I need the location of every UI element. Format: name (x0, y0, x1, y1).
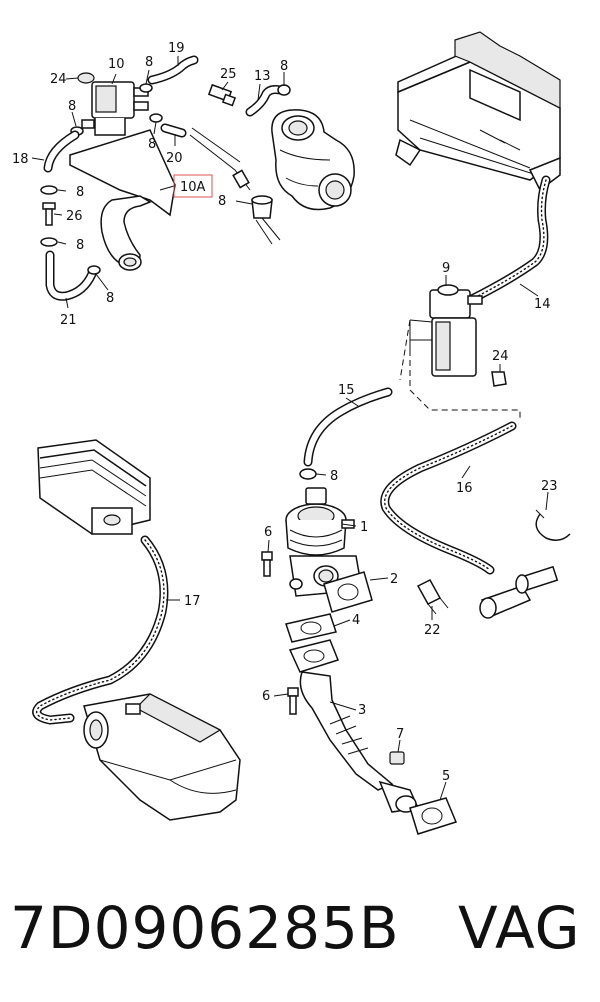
callout-15: 15 (338, 383, 355, 398)
callout-25: 25 (220, 67, 237, 82)
callout-8-left-2: 8 (76, 185, 84, 200)
pressure-converter (409, 284, 507, 387)
bolt-6-lower (287, 687, 299, 715)
pipe-connector (479, 565, 559, 619)
cooler-unit (37, 439, 151, 535)
hose-16 (380, 421, 517, 575)
solenoid-valve-assembly (40, 55, 281, 301)
callout-7: 7 (396, 727, 404, 742)
callout-8-left-3: 8 (76, 238, 84, 253)
callout-10a: 10A (180, 180, 206, 195)
connector-25 (207, 83, 237, 107)
callout-5: 5 (442, 769, 450, 784)
part-number: 7D0906285B (10, 894, 400, 962)
callout-4: 4 (352, 613, 360, 628)
callout-20: 20 (166, 151, 183, 166)
callout-16: 16 (456, 481, 473, 496)
callout-2: 2 (390, 572, 398, 587)
callout-8-mid: 8 (148, 137, 156, 152)
hose-17 (32, 535, 169, 725)
hose-14 (465, 175, 551, 305)
callout-18: 18 (12, 152, 29, 167)
callout-24-top: 24 (50, 72, 67, 87)
callout-8-top-2: 8 (280, 59, 288, 74)
clamp-23 (535, 509, 571, 541)
callout-17: 17 (184, 594, 201, 609)
callout-1: 1 (360, 520, 368, 535)
turbocharger (271, 109, 355, 211)
hose-15 (299, 387, 393, 480)
air-filter-housing (395, 31, 561, 192)
callout-6-upper: 6 (264, 525, 272, 540)
gasket-2 (323, 571, 373, 613)
gasket-5 (409, 797, 458, 835)
brand-name: VAG (458, 894, 581, 962)
callout-21: 21 (60, 313, 77, 328)
nut-7 (389, 751, 405, 765)
callout-8-top-1: 8 (145, 55, 153, 70)
callout-9: 9 (442, 261, 450, 276)
callout-8-center: 8 (330, 469, 338, 484)
actuator-housing (83, 693, 241, 821)
callout-24-right: 24 (492, 349, 509, 364)
callout-labels: 24 10 8 19 25 13 8 8 8 20 18 10A 8 8 26 … (12, 41, 558, 784)
egr-pipe-3 (288, 639, 420, 813)
callout-26: 26 (66, 209, 83, 224)
callout-14: 14 (534, 297, 551, 312)
callout-22: 22 (424, 623, 441, 638)
callout-8-left-1: 8 (68, 99, 76, 114)
callout-6-lower: 6 (262, 689, 270, 704)
highlight-10a-box (173, 174, 213, 198)
bolt-6-upper (261, 551, 273, 577)
hose-13 (245, 84, 291, 117)
callout-3: 3 (358, 703, 366, 718)
callout-8-right: 8 (218, 194, 226, 209)
callout-19: 19 (168, 41, 185, 56)
callout-10: 10 (108, 57, 125, 72)
gasket-4 (285, 613, 337, 643)
callout-13: 13 (254, 69, 271, 84)
leader-lines (31, 56, 549, 801)
callout-8-bottom: 8 (106, 291, 114, 306)
callout-23: 23 (541, 479, 558, 494)
sensor-22 (416, 579, 449, 615)
